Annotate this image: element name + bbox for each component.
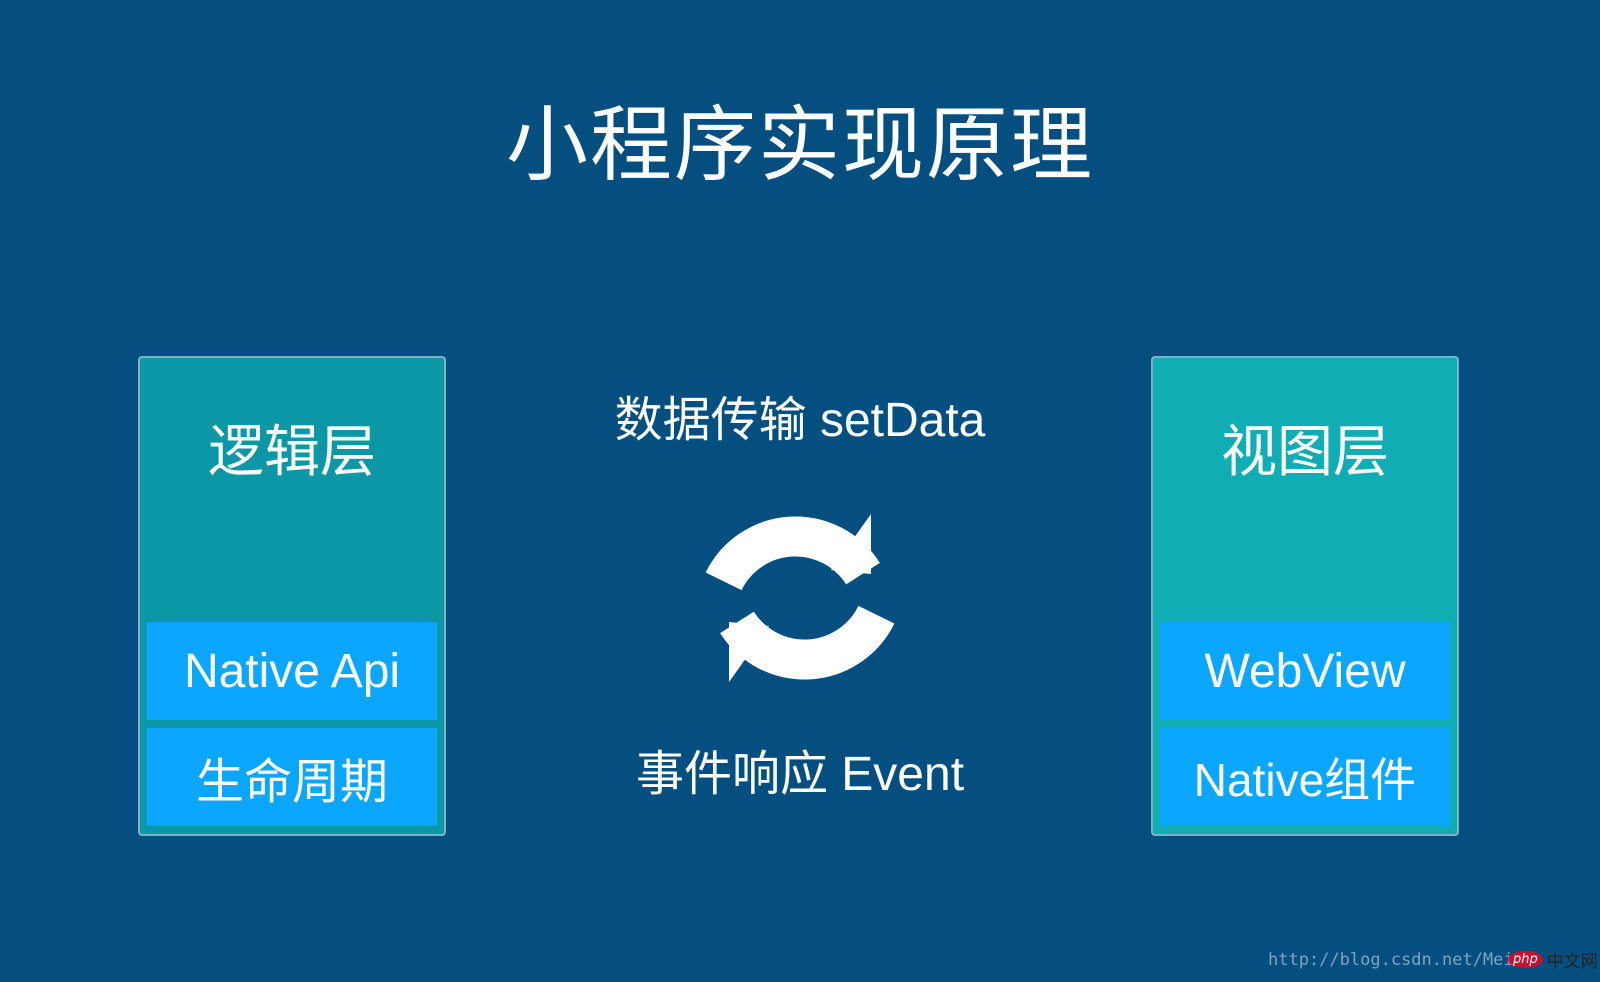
watermark-url: http://blog.csdn.net/Mei <box>1268 950 1514 970</box>
logic-layer-box: 逻辑层 Native Api 生命周期 <box>138 356 446 836</box>
native-component-box: Native组件 <box>1160 728 1450 826</box>
native-api-box: Native Api <box>147 622 437 720</box>
php-watermark-logo: php 中文网 <box>1508 947 1598 972</box>
view-layer-title: 视图层 <box>1221 420 1389 485</box>
event-response-label: 事件响应 Event <box>635 748 965 801</box>
php-logo-badge: php <box>1508 951 1543 968</box>
logic-layer-title: 逻辑层 <box>208 420 376 485</box>
page-title: 小程序实现原理 <box>505 98 1094 193</box>
data-transfer-label: 数据传输 setData <box>614 394 986 447</box>
lifecycle-box: 生命周期 <box>147 728 437 826</box>
sync-arrows-icon <box>705 514 895 682</box>
php-logo-text: 中文网 <box>1546 952 1598 972</box>
view-layer-box: 视图层 WebView Native组件 <box>1151 356 1459 836</box>
webview-box: WebView <box>1160 622 1450 720</box>
